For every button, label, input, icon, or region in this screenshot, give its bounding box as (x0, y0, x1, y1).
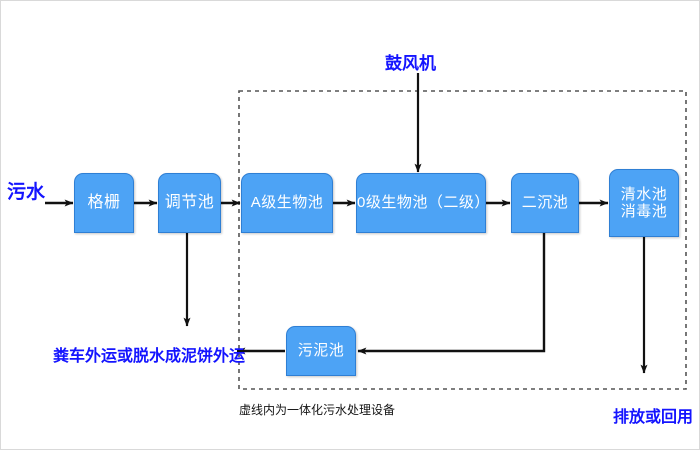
dashed-enclosure (238, 90, 687, 390)
node-sludge-tank[interactable]: 污泥池 (286, 326, 356, 376)
label-blower: 鼓风机 (385, 49, 436, 74)
node-sludge-tank-label: 污泥池 (297, 342, 345, 360)
label-blower-text: 鼓风机 (385, 54, 436, 73)
node-grate-label: 格栅 (87, 193, 121, 211)
node-grate[interactable]: 格栅 (74, 173, 134, 233)
node-secondary-sedimentation-tank[interactable]: 二沉池 (511, 173, 579, 233)
node-o-stage-bio-tank[interactable]: 0级生物池（二级） (356, 173, 490, 233)
label-influent-text: 污水 (7, 182, 46, 203)
label-discharge-or-reuse-text: 排放或回用 (613, 409, 694, 426)
node-regulating-tank-label: 调节池 (164, 193, 215, 211)
label-influent: 污水 (7, 177, 45, 204)
arrow-sed2-to-sludge (357, 233, 546, 355)
node-clearwater-disinfection-tank-label: 清水池 消毒池 (620, 185, 668, 220)
node-a-stage-bio-tank-label: A级生物池 (250, 194, 324, 212)
dashed-box-caption: 虚线内为一体化污水处理设备 (239, 401, 395, 418)
label-sludge-transport-out: 粪车外运或脱水成泥饼外运 (53, 342, 245, 366)
node-a-stage-bio-tank[interactable]: A级生物池 (241, 173, 333, 233)
label-sludge-transport-out-text: 粪车外运或脱水成泥饼外运 (53, 348, 246, 365)
node-o-stage-bio-tank-label: 0级生物池（二级） (357, 194, 490, 212)
dashed-box-caption-text: 虚线内为一体化污水处理设备 (239, 403, 396, 417)
label-discharge-or-reuse: 排放或回用 (613, 403, 693, 427)
node-regulating-tank[interactable]: 调节池 (158, 173, 221, 233)
node-clearwater-disinfection-tank[interactable]: 清水池 消毒池 (609, 169, 679, 237)
node-secondary-sedimentation-tank-label: 二沉池 (521, 194, 569, 212)
